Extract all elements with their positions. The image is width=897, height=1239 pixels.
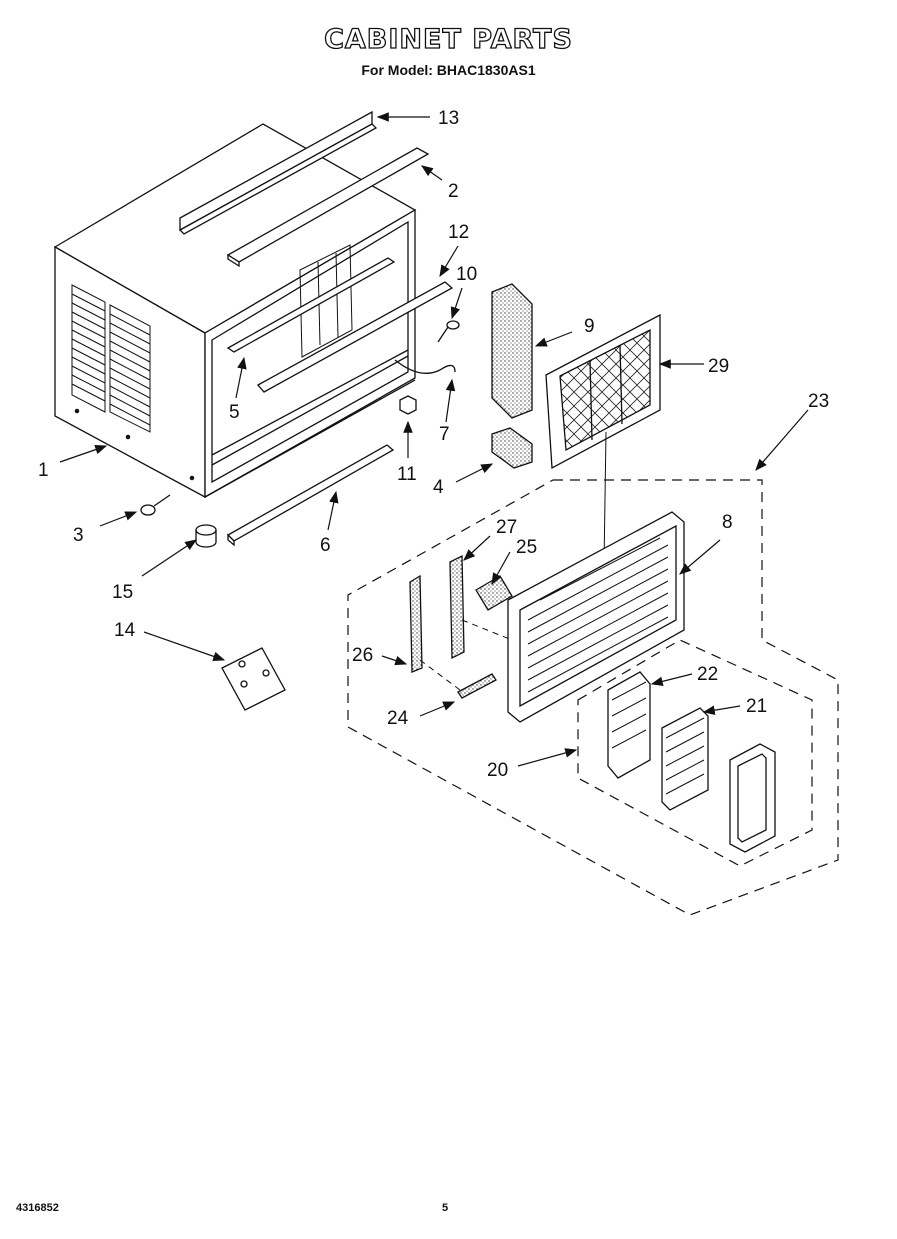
callout-4: 4 [433,477,444,498]
louver-blades [661,707,709,811]
callout-29: 29 [708,356,729,377]
assembly-group-23-outline [347,479,839,916]
upper-support-rail [256,281,454,393]
document-number: 4316852 [16,1202,59,1214]
support-bracket [221,647,286,711]
callout-labels: 1 2 3 4 5 6 7 8 9 10 11 12 13 14 15 20 2… [38,108,829,781]
screw-part-10 [437,320,460,343]
cabinet-shell [53,123,417,499]
leader-arrows [59,112,809,767]
callout-13: 13 [438,108,459,129]
callout-7: 7 [439,424,450,445]
page-title: CABINET PARTS [323,23,573,55]
callout-9: 9 [584,316,595,337]
callout-20: 20 [487,760,508,781]
callout-26: 26 [352,645,373,666]
foam-seal-strip [491,283,533,419]
grommet [195,524,217,548]
inner-rail [226,257,396,353]
top-angle-bracket [178,110,378,235]
louver-frame [729,743,776,853]
hex-nut [399,395,417,415]
callout-14: 14 [114,620,136,641]
callout-15: 15 [112,582,133,603]
air-filter [545,313,661,470]
callout-22: 22 [697,664,718,685]
mounting-screw [140,494,171,516]
callout-5: 5 [229,402,240,423]
ground-wire [394,359,456,374]
callout-23: 23 [808,391,829,412]
callout-21: 21 [746,696,767,717]
callout-12: 12 [448,222,469,243]
top-rail [226,147,430,268]
callout-2: 2 [448,181,459,202]
callout-8: 8 [722,512,733,533]
vertical-foam-strip-27 [449,554,465,660]
foam-block [491,427,533,469]
assembly-group-20-outline [577,639,813,867]
callout-10: 10 [456,264,477,285]
callout-3: 3 [73,525,84,546]
callout-6: 6 [320,535,331,556]
callout-24: 24 [387,708,409,729]
callout-25: 25 [516,537,537,558]
louver-assembly [607,671,651,779]
callout-27: 27 [496,517,517,538]
bottom-rail [226,444,395,547]
front-grille-frame [507,511,685,723]
callout-11: 11 [397,464,417,485]
page-number: 5 [442,1202,449,1214]
small-foam-strip [457,673,497,699]
callout-1: 1 [38,460,49,481]
vertical-foam-strip-26 [409,574,423,673]
model-subtitle: For Model: BHAC1830AS1 [361,62,536,78]
